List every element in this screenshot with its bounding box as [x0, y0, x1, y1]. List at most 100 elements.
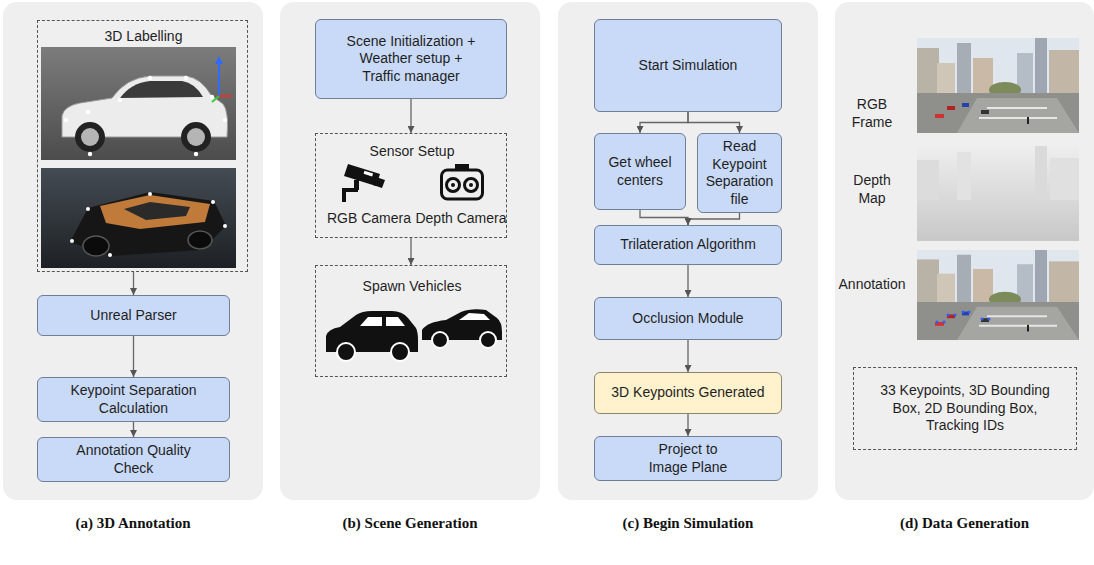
car-render-white — [187, 128, 205, 146]
node-label: 3D Keypoints Generated — [611, 384, 764, 402]
annotation-image — [968, 311, 971, 314]
dashed-group: Sensor SetupRGB CameraDepth Camera — [315, 133, 507, 238]
car-render-white — [218, 62, 220, 96]
flow-arrow — [687, 265, 688, 297]
vehicle-icons — [337, 343, 355, 361]
rgb-camera-icon — [344, 164, 380, 186]
node-label: Read Keypoint Separation file — [701, 138, 779, 208]
node-label: Keypoint Separation Calculation — [44, 382, 223, 417]
flow-arrow — [410, 238, 411, 265]
node-label: Sensor Setup — [316, 143, 508, 161]
vehicle-icons — [326, 311, 418, 352]
car-render-white — [81, 128, 99, 146]
vehicle-icons — [386, 317, 405, 326]
depth-map-image — [1035, 146, 1047, 200]
stage-panel: (d) Data GenerationRGB FrameDepth MapAnn… — [835, 2, 1094, 500]
car-render-dark — [70, 192, 226, 256]
vehicle-icons — [422, 309, 502, 340]
rgb-camera-icon — [354, 180, 359, 190]
rgb-camera-icon — [364, 171, 373, 177]
flow-arrow — [687, 414, 688, 436]
depth-camera-icon — [455, 164, 469, 170]
rgb-camera-icon — [342, 188, 358, 192]
flow-arrow — [640, 112, 688, 133]
node-label: 3D Labelling — [38, 28, 249, 46]
annotation-image — [943, 321, 946, 324]
stage-panel: (a) 3D Annotation3D LabellingUnreal Pars… — [3, 2, 263, 500]
car-render-dark — [41, 168, 236, 268]
node-label: 33 Keypoints, 3D Bounding Box, 2D Boundi… — [870, 382, 1060, 435]
annotation-image — [936, 311, 991, 324]
node-label: RGB Frame — [844, 96, 900, 131]
car-render-white — [41, 47, 236, 160]
annotation-image — [988, 318, 991, 321]
process-box: Start Simulation — [594, 19, 782, 112]
process-box: Occlusion Module — [594, 297, 782, 340]
flow-arrow — [133, 422, 134, 437]
vehicle-icons — [480, 332, 496, 348]
vehicle-icons — [360, 317, 382, 326]
car-render-dark — [70, 192, 227, 257]
vehicle-icons — [326, 309, 502, 361]
car-render-dark — [70, 239, 74, 243]
node-label: Start Simulation — [639, 57, 738, 75]
node-label: Unreal Parser — [90, 307, 176, 325]
dashed-group: Spawn Vehicles — [315, 265, 507, 377]
flow-arrow — [687, 340, 688, 372]
node-label: Depth Camera — [414, 210, 508, 228]
car-render-white — [210, 95, 214, 99]
car-render-white — [181, 122, 211, 152]
depth-map-image — [957, 152, 971, 200]
car-render-white — [41, 47, 236, 160]
node-label: Annotation — [835, 276, 909, 294]
process-box: Scene Initialization + Weather setup + T… — [315, 19, 507, 99]
car-render-white — [223, 118, 227, 122]
car-render-white — [88, 152, 92, 156]
car-render-dark — [223, 224, 227, 228]
flow-arrow — [133, 336, 134, 377]
annotation-image — [917, 250, 1079, 340]
depth-camera-icon — [469, 183, 473, 187]
annotation-image — [936, 321, 939, 324]
depth-map-image — [917, 160, 939, 200]
car-render-dark — [83, 236, 109, 256]
car-render-dark — [41, 168, 236, 268]
car-render-white — [118, 98, 122, 102]
depth-map-image — [917, 146, 1079, 241]
node-label: Get wheel centers — [601, 154, 679, 189]
node-label: Trilateration Algorithm — [620, 236, 756, 254]
dashed-group: 3D Labelling — [37, 20, 248, 272]
annotation-image — [947, 314, 950, 317]
node-label: Depth Map — [844, 172, 900, 207]
rgb-frame-image — [917, 38, 1079, 133]
car-render-dark — [100, 195, 210, 229]
node-label: RGB Camera — [322, 210, 416, 228]
depth-camera-icon — [465, 179, 478, 192]
panel-caption: (a) 3D Annotation — [3, 514, 263, 532]
rgb-frame-image — [917, 38, 1079, 133]
node-label: Spawn Vehicles — [316, 278, 508, 296]
depth-camera-icon — [442, 170, 483, 199]
node-label: Project to Image Plane — [643, 441, 733, 476]
dashed-group: 33 Keypoints, 3D Bounding Box, 2D Boundi… — [853, 367, 1077, 450]
car-render-white — [120, 81, 203, 98]
process-box: Trilateration Algorithm — [594, 225, 782, 265]
depth-map-image — [1050, 158, 1079, 200]
car-render-white — [64, 76, 227, 156]
flow-arrow — [640, 210, 688, 225]
flow-arrow — [688, 112, 740, 133]
annotation-image — [954, 314, 957, 317]
car-render-dark — [211, 200, 215, 204]
rgb-camera-icon — [342, 164, 385, 202]
car-render-white — [148, 76, 152, 80]
process-box: 3D Keypoints Generated — [594, 372, 782, 414]
process-box: Read Keypoint Separation file — [697, 133, 782, 213]
annotation-image — [981, 318, 984, 321]
car-render-white — [184, 76, 188, 80]
car-render-white — [86, 110, 90, 114]
panel-caption: (b) Scene Generation — [280, 514, 540, 532]
vehicle-icons — [459, 313, 490, 320]
annotation-image — [962, 311, 965, 314]
flow-arrow — [133, 272, 134, 295]
